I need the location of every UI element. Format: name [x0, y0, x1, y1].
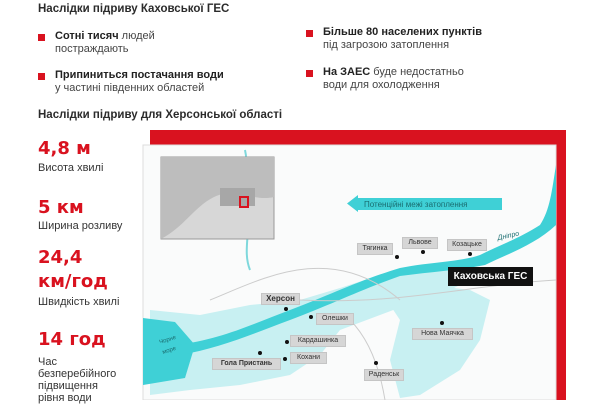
sea-label: море [162, 346, 178, 356]
flood-arrow-icon [347, 195, 502, 212]
place-label: Тягинка [357, 243, 393, 255]
stat-label: безперебійного [38, 368, 117, 380]
place-label: Кохани [290, 352, 327, 364]
dnipro-river [175, 165, 556, 355]
place-label: Раденськ [364, 369, 404, 381]
bullet-icon [38, 34, 45, 41]
bullet-bold: На ЗАЕС [323, 66, 371, 78]
bullet-bold: Сотні тисяч [55, 30, 119, 42]
bullet-text: під загрозою затоплення [323, 39, 450, 51]
bullet-icon [306, 70, 313, 77]
bullet-text: буде недостатньо [370, 66, 464, 78]
stat-label: Ширина розливу [38, 220, 123, 232]
place-label: Гола Пристань [212, 358, 281, 370]
stat-value: 24,4 [38, 247, 83, 268]
inset-land [161, 157, 274, 239]
place-label: Херсон [261, 293, 300, 305]
settlement-dots [258, 250, 472, 365]
inset-ukraine [220, 188, 255, 206]
bullet-text: у частині південних областей [55, 82, 205, 94]
arrow-label: Потенційні межі затоплення [364, 200, 468, 209]
stat-value: 14 год [38, 329, 106, 350]
stat-label: Час [38, 356, 57, 368]
bullet-bold: Припиниться постачання води [55, 69, 224, 81]
place-label: Нова Маячка [412, 328, 473, 340]
section-title: Наслідки підриву для Херсонської області [38, 109, 283, 121]
bullet-text: постраждають [55, 43, 129, 55]
place-label: Олешки [316, 313, 354, 325]
stat-value-unit: км/год [38, 271, 108, 292]
place-label: Львове [402, 237, 438, 249]
place-label: Кардашинка [290, 335, 346, 347]
stat-label: Висота хвилі [38, 162, 104, 174]
stat-label: підвищення [38, 380, 98, 392]
page-title: Наслідки підриву Каховської ГЕС [38, 3, 230, 15]
bullet-icon [306, 30, 313, 37]
stat-value: 4,8 м [38, 138, 91, 159]
sea-label: Чорне [159, 335, 178, 346]
stat-label: Швидкість хвилі [38, 296, 120, 308]
black-sea [143, 318, 195, 385]
bullet-icon [38, 73, 45, 80]
red-frame-right [556, 130, 566, 400]
inset-location-marker [239, 196, 249, 208]
red-frame-top [150, 130, 566, 145]
bullet-text: людей [118, 30, 155, 42]
place-label: Козацьке [447, 239, 487, 251]
bullet-bold: Більше 80 населених пунктів [323, 26, 483, 38]
bullet-text: води для охолодження [323, 79, 440, 91]
stat-value: 5 км [38, 197, 84, 218]
dam-label: Каховська ГЕС [448, 267, 533, 286]
